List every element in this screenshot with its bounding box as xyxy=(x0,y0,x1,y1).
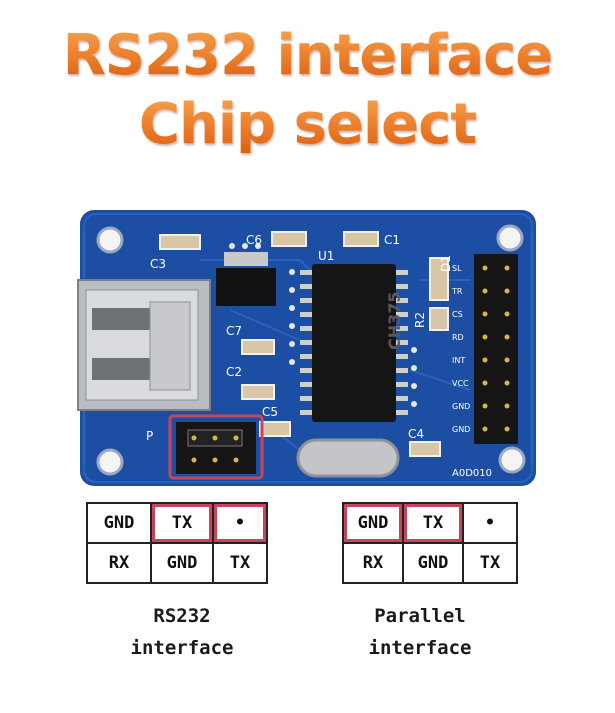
cap-c1 xyxy=(343,231,379,247)
rs232-pin-table: GND TX • RX GND TX xyxy=(86,502,268,584)
table-cell: • xyxy=(462,502,518,544)
label-c1: C1 xyxy=(384,233,400,247)
table-cell: GND xyxy=(86,502,152,544)
cap-c6 xyxy=(271,231,307,247)
cap-c5 xyxy=(259,421,291,437)
pin-label: GND xyxy=(452,425,470,434)
title-line-2: Chip select xyxy=(0,97,615,153)
label-d1: D1 xyxy=(439,255,453,272)
label-c7: C7 xyxy=(226,324,242,338)
rs232-caption: RS232 interface xyxy=(130,605,234,659)
cap-c2 xyxy=(241,384,275,400)
diode-d1 xyxy=(429,257,449,301)
title-line-1: RS232 interface xyxy=(0,28,615,84)
pcb-board-illustration: C3 C6 C1 U1 D1 R2 C7 C2 C5 C4 P A0D010 C… xyxy=(77,210,536,486)
table-cell-highlighted: GND xyxy=(342,502,404,544)
label-c6: C6 xyxy=(246,233,262,247)
table-cell: RX xyxy=(86,542,152,584)
cap-c3 xyxy=(159,234,201,250)
pin-label: GND xyxy=(452,402,470,411)
mounting-hole xyxy=(96,226,124,254)
cap-c7 xyxy=(241,339,275,355)
pin-label: RD xyxy=(452,333,464,342)
pcb-board-photo: C3 C6 C1 U1 D1 R2 C7 C2 C5 C4 P A0D010 C… xyxy=(0,190,615,510)
pin-label: INT xyxy=(452,356,465,365)
chip-marking: CH375 xyxy=(385,291,404,350)
resistor-r2 xyxy=(429,307,449,331)
table-cell: TX xyxy=(462,542,518,584)
label-c5: C5 xyxy=(262,405,278,419)
label-u1: U1 xyxy=(318,249,334,263)
pin-label: VCC xyxy=(452,379,469,388)
voltage-regulator xyxy=(216,252,276,306)
label-c2: C2 xyxy=(226,365,242,379)
parallel-pin-table: GND TX • RX GND TX xyxy=(342,502,518,584)
label-p: P xyxy=(146,429,153,443)
table-cell-highlighted: • xyxy=(212,502,268,544)
mounting-hole xyxy=(96,448,124,476)
label-c3: C3 xyxy=(150,257,166,271)
label-c4: C4 xyxy=(408,427,424,441)
label-bottom-text: A0D010 xyxy=(452,468,492,479)
table-cell: GND xyxy=(402,542,464,584)
table-cell: GND xyxy=(150,542,214,584)
table-cell: TX xyxy=(212,542,268,584)
mounting-hole xyxy=(498,446,526,474)
usb-connector xyxy=(77,279,211,411)
label-r2: R2 xyxy=(413,312,427,328)
jumper-highlight-box xyxy=(168,414,264,480)
main-chip-u1 xyxy=(300,264,408,422)
mode-select-jumper xyxy=(168,414,264,480)
mounting-hole xyxy=(496,224,524,252)
pin-label: CS xyxy=(452,310,463,319)
pin-label: SL xyxy=(452,264,462,273)
table-cell-highlighted: TX xyxy=(402,502,464,544)
cap-c4 xyxy=(409,441,441,457)
parallel-caption: Parallel interface xyxy=(368,605,472,659)
table-cell-highlighted: TX xyxy=(150,502,214,544)
table-row: GND TX • xyxy=(342,502,518,544)
pin-header-right xyxy=(474,254,518,444)
pin-label: TR xyxy=(451,287,463,296)
table-row: RX GND TX xyxy=(86,542,268,584)
table-row: GND TX • xyxy=(86,502,268,544)
table-cell: RX xyxy=(342,542,404,584)
table-row: RX GND TX xyxy=(342,542,518,584)
crystal xyxy=(296,438,400,478)
